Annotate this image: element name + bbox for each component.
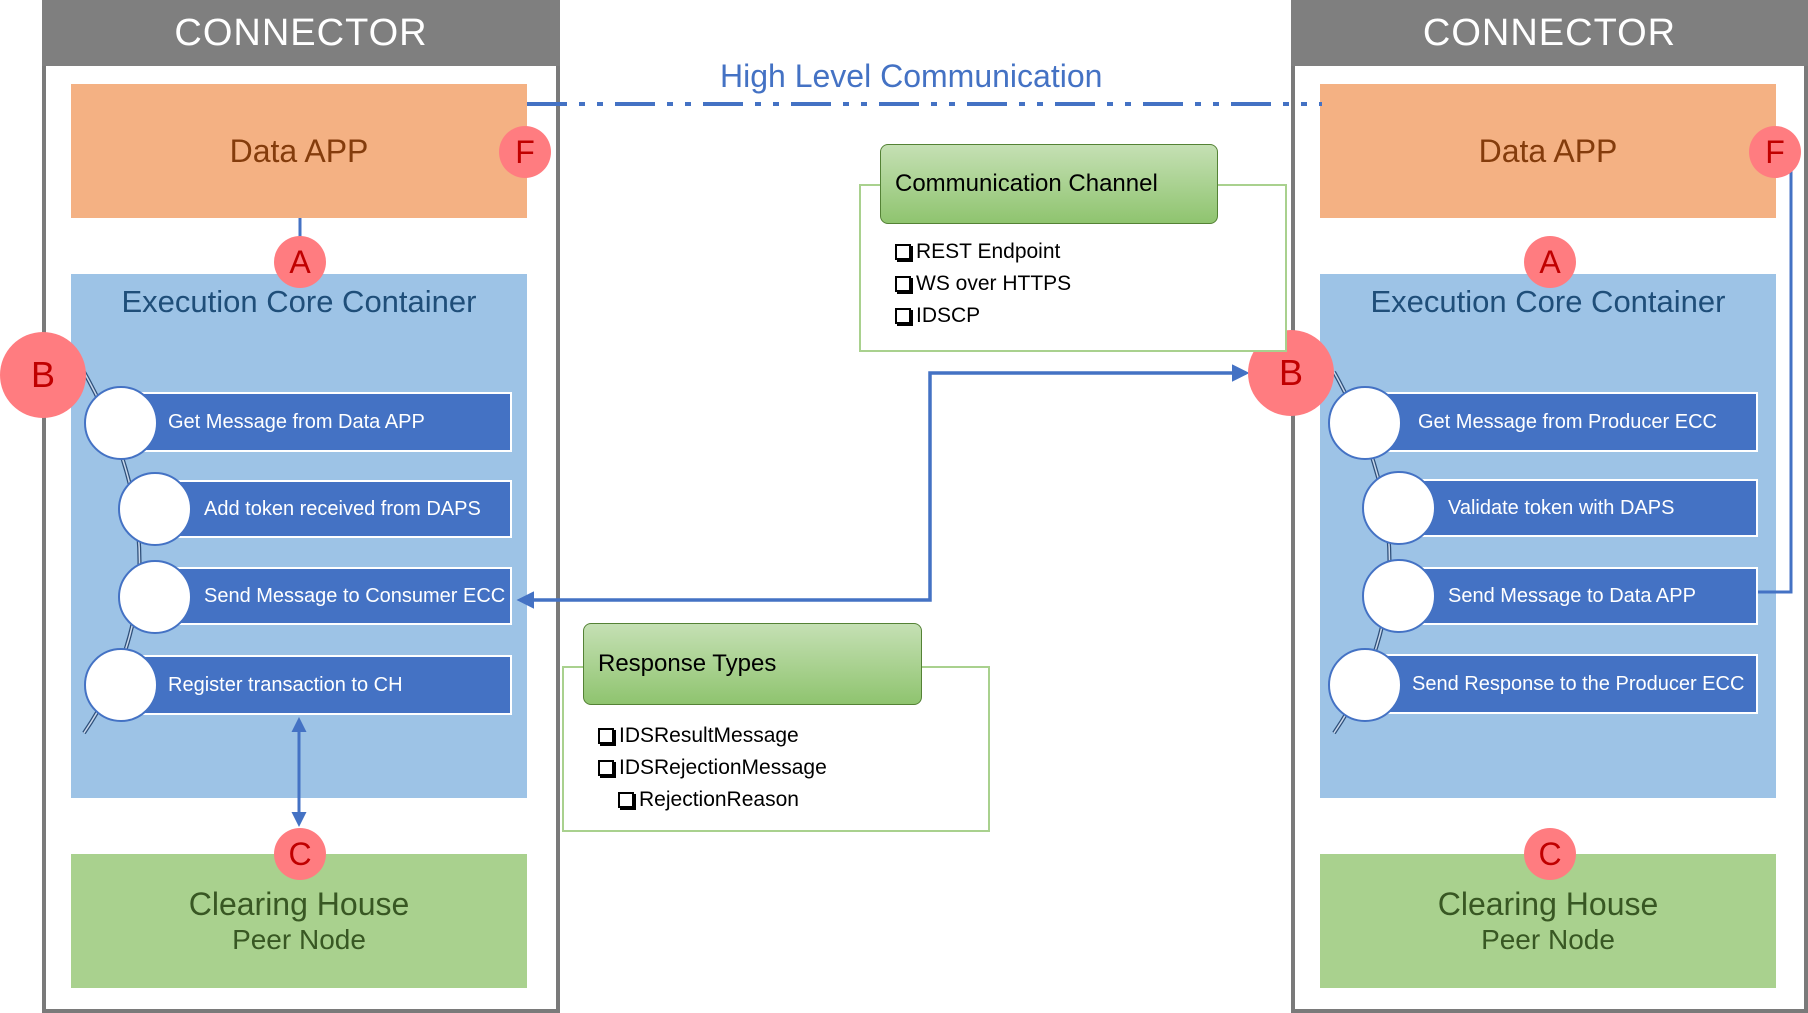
left-step-1: Get Message from Data APP xyxy=(120,392,512,452)
left-badge-c-label: C xyxy=(288,835,312,872)
checkbox-icon xyxy=(895,276,911,292)
right-data-app: Data APP xyxy=(1320,84,1776,218)
left-badge-a: A xyxy=(274,236,326,288)
response-item-reason: RejectionReason xyxy=(618,788,799,812)
right-badge-b-label: B xyxy=(1278,352,1303,393)
checkbox-icon xyxy=(618,792,634,808)
right-ecc-title: Execution Core Container xyxy=(1370,284,1726,319)
response-item-rejection: IDSRejectionMessage xyxy=(598,756,827,780)
left-badge-f-label: F xyxy=(515,133,535,170)
channel-item-rest: REST Endpoint xyxy=(895,240,1060,264)
right-step-4-label: Send Response to the Producer ECC xyxy=(1412,672,1745,695)
checkbox-icon xyxy=(598,728,614,744)
right-step-1-label: Get Message from Producer ECC xyxy=(1418,410,1717,433)
left-step-3-circle xyxy=(118,560,192,634)
checkbox-icon xyxy=(598,760,614,776)
left-step-4-circle xyxy=(84,648,158,722)
right-badge-a: A xyxy=(1524,236,1576,288)
right-step-4: Send Response to the Producer ECC xyxy=(1370,654,1758,714)
left-step-2-label: Add token received from DAPS xyxy=(204,497,481,520)
checkbox-icon xyxy=(895,308,911,324)
right-badge-c: C xyxy=(1524,828,1576,880)
right-badge-f-label: F xyxy=(1765,133,1785,170)
left-badge-f: F xyxy=(499,126,551,178)
left-ecc-title: Execution Core Container xyxy=(121,284,477,319)
left-step-3-label: Send Message to Consumer ECC xyxy=(204,584,506,607)
right-badge-f: F xyxy=(1749,126,1801,178)
channel-item-idscp: IDSCP xyxy=(895,304,980,328)
right-badge-c-label: C xyxy=(1538,835,1562,872)
right-clearing-house-title: Clearing House xyxy=(1437,886,1659,922)
response-item-result: IDSResultMessage xyxy=(598,724,799,748)
right-clearing-house-subtitle: Peer Node xyxy=(1481,924,1615,955)
channel-item-idscp-label: IDSCP xyxy=(916,304,981,327)
left-badge-a-label: A xyxy=(289,243,311,280)
left-badge-b-label: B xyxy=(30,354,55,395)
left-step-1-circle xyxy=(84,386,158,460)
right-step-4-circle xyxy=(1328,648,1402,722)
right-badge-a-label: A xyxy=(1539,243,1561,280)
left-data-app: Data APP xyxy=(71,84,527,218)
right-step-3-circle xyxy=(1362,559,1436,633)
channel-item-ws: WS over HTTPS xyxy=(895,272,1071,296)
right-step-3: Send Message to Data APP xyxy=(1404,567,1758,625)
connector-left-header: CONNECTOR xyxy=(42,0,560,66)
left-data-app-label: Data APP xyxy=(229,132,369,169)
channel-item-rest-label: REST Endpoint xyxy=(916,240,1061,263)
left-step-4-label: Register transaction to CH xyxy=(168,673,403,696)
right-step-2-circle xyxy=(1362,471,1436,545)
response-types-title: Response Types xyxy=(598,650,777,677)
channel-item-ws-label: WS over HTTPS xyxy=(916,272,1072,295)
left-step-3: Send Message to Consumer ECC xyxy=(156,567,512,625)
response-item-rejection-label: IDSRejectionMessage xyxy=(619,756,827,779)
right-step-1-circle xyxy=(1328,386,1402,460)
left-step-4: Register transaction to CH xyxy=(120,655,512,715)
ecc-to-ecc-arrow xyxy=(516,364,1250,609)
left-clearing-house-subtitle: Peer Node xyxy=(232,924,366,955)
communication-channel-header: Communication Channel xyxy=(880,144,1218,224)
high-level-communication-label: High Level Communication xyxy=(720,58,1103,94)
right-step-3-label: Send Message to Data APP xyxy=(1448,584,1696,607)
response-types-header: Response Types xyxy=(583,623,922,705)
left-badge-b: B xyxy=(0,332,86,418)
response-item-result-label: IDSResultMessage xyxy=(619,724,799,747)
communication-channel-title: Communication Channel xyxy=(895,170,1158,197)
response-item-reason-label: RejectionReason xyxy=(639,788,799,811)
right-step-2: Validate token with DAPS xyxy=(1404,479,1758,537)
right-step-2-label: Validate token with DAPS xyxy=(1448,496,1675,519)
right-ecc-to-app-link xyxy=(1757,170,1793,594)
right-data-app-label: Data APP xyxy=(1478,132,1618,169)
connector-right-header: CONNECTOR xyxy=(1291,0,1808,66)
right-step-1: Get Message from Producer ECC xyxy=(1370,392,1758,452)
left-step-1-label: Get Message from Data APP xyxy=(168,410,425,433)
left-clearing-house-title: Clearing House xyxy=(188,886,410,922)
left-badge-c: C xyxy=(274,828,326,880)
left-step-2-circle xyxy=(118,472,192,546)
checkbox-icon xyxy=(895,244,911,260)
left-step-2: Add token received from DAPS xyxy=(156,480,512,538)
